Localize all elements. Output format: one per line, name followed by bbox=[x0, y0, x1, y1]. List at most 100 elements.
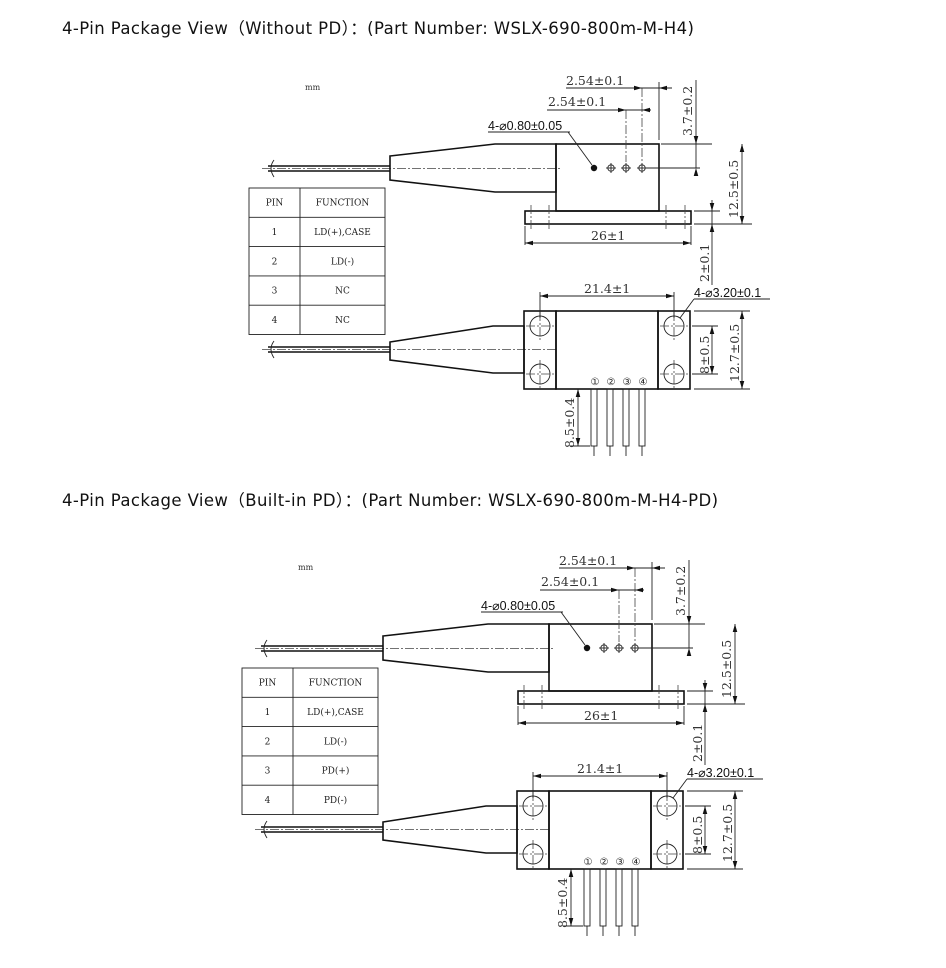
pin-number-3: ③ bbox=[616, 857, 625, 868]
dim-base-thickness: 2±0.1 bbox=[697, 244, 712, 282]
dimension-arrow bbox=[709, 366, 715, 374]
pin-number-2: ② bbox=[607, 377, 616, 388]
table-header-function: FUNCTION bbox=[316, 199, 370, 209]
callout-pin-hole: 4-⌀0.80±0.05 bbox=[488, 119, 562, 133]
unit-label: mm bbox=[305, 83, 321, 92]
table-cell-function: PD(+) bbox=[322, 766, 350, 777]
pin-hole-filled bbox=[590, 164, 598, 172]
dimension-arrow bbox=[702, 806, 708, 814]
leader-line bbox=[679, 298, 695, 319]
pin-number-1: ① bbox=[584, 857, 593, 868]
pin-lead bbox=[622, 388, 630, 447]
leader-line bbox=[672, 778, 688, 799]
table-cell-function: LD(-) bbox=[324, 736, 347, 747]
dimension-arrow bbox=[666, 293, 674, 299]
dimension-arrow bbox=[702, 704, 708, 712]
dimension-arrow bbox=[659, 85, 667, 91]
dimension-arrow bbox=[627, 565, 635, 571]
table-cell-pin: 3 bbox=[265, 767, 271, 777]
table-cell-function: NC bbox=[335, 316, 350, 326]
dimension-arrow bbox=[611, 587, 619, 593]
dimension-arrow bbox=[739, 216, 745, 224]
table-header-pin: PIN bbox=[259, 679, 277, 689]
dim-pin-offset: 3.7±0.2 bbox=[673, 566, 688, 616]
pin-number-3: ③ bbox=[623, 377, 632, 388]
table-cell-function: LD(-) bbox=[331, 256, 354, 267]
dim-pin-pitch-b: 2.54±0.1 bbox=[541, 574, 599, 589]
pin-lead bbox=[599, 868, 607, 927]
table-cell-function: LD(+),CASE bbox=[314, 227, 371, 238]
dimension-arrow bbox=[635, 587, 643, 593]
dimension-arrow bbox=[652, 565, 660, 571]
package-body bbox=[555, 143, 660, 212]
dimension-arrow bbox=[568, 918, 574, 926]
dimension-arrow bbox=[575, 438, 581, 446]
pin-hole-filled bbox=[583, 644, 591, 652]
dim-pin-pitch-a: 2.54±0.1 bbox=[559, 553, 617, 568]
dimension-arrow bbox=[568, 869, 574, 877]
pin-lead bbox=[590, 388, 598, 447]
dimension-arrow bbox=[709, 326, 715, 334]
dimension-arrow bbox=[683, 240, 691, 246]
callout-pin-hole: 4-⌀0.80±0.05 bbox=[481, 599, 555, 613]
dimension-arrow bbox=[709, 224, 715, 232]
dimension-arrow bbox=[702, 683, 708, 691]
dimension-arrow bbox=[659, 773, 667, 779]
dimension-arrow bbox=[686, 616, 692, 624]
callout-mount-hole: 4-⌀3.20±0.1 bbox=[687, 766, 754, 780]
dim-pin-pitch-b: 2.54±0.1 bbox=[548, 94, 606, 109]
table-cell-pin: 1 bbox=[265, 708, 271, 718]
package-body bbox=[548, 623, 653, 692]
table-cell-function: PD(-) bbox=[324, 795, 347, 806]
dim-base-width: 26±1 bbox=[584, 708, 618, 723]
base-plate bbox=[524, 210, 692, 225]
dimension-arrow bbox=[732, 861, 738, 869]
dim-hole-spacing-y: 8±0.5 bbox=[690, 816, 705, 854]
dimension-arrow bbox=[540, 293, 548, 299]
dimension-arrow bbox=[732, 791, 738, 799]
table-cell-pin: 2 bbox=[272, 257, 278, 267]
dimension-arrow bbox=[732, 624, 738, 632]
table-cell-function: LD(+),CASE bbox=[307, 707, 364, 718]
table-cell-pin: 4 bbox=[272, 316, 278, 326]
table-cell-pin: 3 bbox=[272, 287, 278, 297]
table-cell-pin: 1 bbox=[272, 228, 278, 238]
base-plate bbox=[517, 690, 685, 705]
dimension-arrow bbox=[739, 144, 745, 152]
leader-line bbox=[567, 131, 593, 166]
table-cell-function: NC bbox=[335, 287, 350, 297]
dim-height: 12.5±0.5 bbox=[726, 160, 741, 218]
callout-mount-hole: 4-⌀3.20±0.1 bbox=[694, 286, 761, 300]
pin-number-4: ④ bbox=[632, 857, 641, 868]
dimension-arrow bbox=[686, 648, 692, 656]
dim-pin-pitch-a: 2.54±0.1 bbox=[566, 73, 624, 88]
pin-lead bbox=[631, 868, 639, 927]
dimension-arrow bbox=[575, 389, 581, 397]
pin-number-4: ④ bbox=[639, 377, 648, 388]
table-header-pin: PIN bbox=[266, 199, 284, 209]
fiber-boot bbox=[382, 623, 550, 673]
dim-pin-length: 8.5±0.4 bbox=[555, 878, 570, 928]
table-cell-pin: 4 bbox=[265, 796, 271, 806]
dimension-arrow bbox=[634, 85, 642, 91]
dimension-arrow bbox=[693, 136, 699, 144]
dim-hole-spacing-x: 21.4±1 bbox=[584, 281, 630, 296]
unit-label: mm bbox=[298, 563, 314, 572]
pin-lead bbox=[638, 388, 646, 447]
table-border bbox=[241, 667, 379, 815]
dimension-arrow bbox=[739, 311, 745, 319]
table-border bbox=[248, 187, 386, 335]
section-heading-built-in-pd: 4-Pin Package View（Built-in PD）：(Part Nu… bbox=[62, 491, 719, 510]
dim-body-depth: 12.7±0.5 bbox=[727, 324, 742, 382]
dimension-arrow bbox=[732, 696, 738, 704]
dimension-arrow bbox=[618, 107, 626, 113]
table-cell-pin: 2 bbox=[265, 737, 271, 747]
